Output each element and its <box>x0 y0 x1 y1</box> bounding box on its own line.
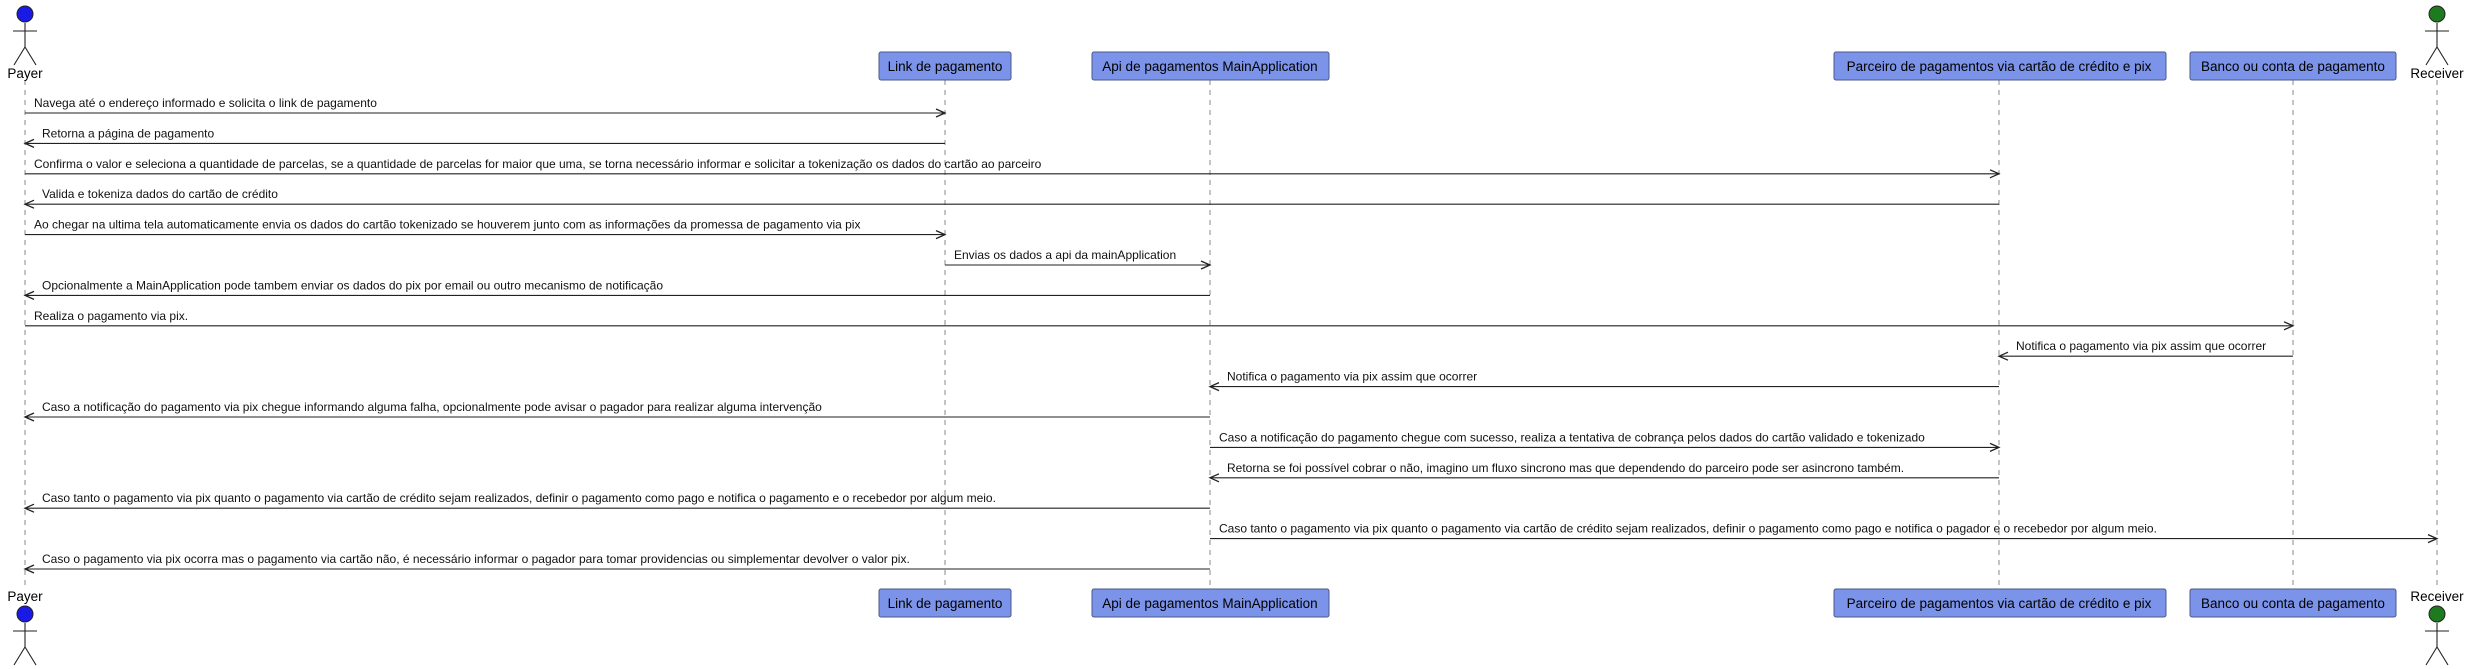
actor-head-icon <box>2428 605 2446 623</box>
message-14: Caso tanto o pagamento via pix quanto o … <box>23 491 1210 513</box>
message-label: Caso tanto o pagamento via pix quanto o … <box>42 491 996 505</box>
participant-box <box>2189 51 2397 81</box>
participant-box <box>1833 588 2167 618</box>
message-label: Notifica o pagamento via pix assim que o… <box>2016 339 2266 353</box>
participant-parceiro-top: Parceiro de pagamentos via cartão de cré… <box>1833 51 2167 81</box>
message-label: Confirma o valor e seleciona a quantidad… <box>34 157 1042 171</box>
participant-link-top: Link de pagamento <box>878 51 1012 81</box>
arrowhead-icon <box>2283 321 2295 331</box>
message-1: Navega até o endereço informado e solici… <box>25 96 947 118</box>
arrowhead-icon <box>935 108 947 118</box>
message-label: Retorna se foi possível cobrar o não, im… <box>1227 461 1904 475</box>
message-label: Retorna a página de pagamento <box>42 126 214 140</box>
message-9: Notifica o pagamento via pix assim que o… <box>1997 339 2293 361</box>
participant-api-bottom: Api de pagamentos MainApplication <box>1091 588 1330 618</box>
message-15: Caso tanto o pagamento via pix quanto o … <box>1210 522 2439 544</box>
participant-banco-top: Banco ou conta de pagamento <box>2189 51 2397 81</box>
message-label: Notifica o pagamento via pix assim que o… <box>1227 370 1477 384</box>
actor-receiver-top: Receiver <box>2410 5 2464 81</box>
participant-label: Parceiro de pagamentos via cartão de cré… <box>1847 59 2152 74</box>
participant-api-top: Api de pagamentos MainApplication <box>1091 51 1330 81</box>
arrowhead-icon <box>23 138 35 148</box>
participant-label: Link de pagamento <box>888 59 1003 74</box>
participant-box <box>878 588 1012 618</box>
arrowhead-icon <box>1989 169 2001 179</box>
message-label: Opcionalmente a MainApplication pode tam… <box>42 278 663 292</box>
arrowhead-icon <box>1989 442 2001 452</box>
participant-label: Api de pagamentos MainApplication <box>1102 59 1317 74</box>
arrowhead-icon <box>935 230 947 240</box>
arrowhead-icon <box>1208 382 1220 392</box>
actor-payer-bottom: Payer <box>7 589 43 666</box>
lifelines <box>24 80 2438 589</box>
arrowhead-icon <box>23 290 35 300</box>
actor-head-icon <box>2428 5 2446 23</box>
message-label: Envias os dados a api da mainApplication <box>954 248 1176 262</box>
actor-body-icon <box>2425 623 2449 666</box>
message-label: Caso a notificação do pagamento via pix … <box>42 400 822 414</box>
arrowhead-icon <box>23 199 35 209</box>
participant-box <box>1091 51 1330 81</box>
message-8: Realiza o pagamento via pix. <box>25 309 2295 331</box>
actor-body-icon <box>2425 23 2449 66</box>
message-label: Navega até o endereço informado e solici… <box>34 96 377 110</box>
actor-receiver-bottom: Receiver <box>2410 589 2464 666</box>
actor-head-icon <box>16 605 34 623</box>
participant-box <box>2189 588 2397 618</box>
messages: Navega até o endereço informado e solici… <box>23 96 2439 574</box>
participant-label: Parceiro de pagamentos via cartão de cré… <box>1847 596 2152 611</box>
message-13: Retorna se foi possível cobrar o não, im… <box>1208 461 1999 483</box>
message-label: Ao chegar na ultima tela automaticamente… <box>34 218 860 232</box>
participant-box <box>1833 51 2167 81</box>
actor-head-icon <box>16 5 34 23</box>
actor-body-icon <box>13 23 37 66</box>
arrowhead-icon <box>23 412 35 422</box>
arrowhead-icon <box>1997 351 2009 361</box>
message-3: Confirma o valor e seleciona a quantidad… <box>25 157 2001 179</box>
message-16: Caso o pagamento via pix ocorra mas o pa… <box>23 552 1210 574</box>
message-12: Caso a notificação do pagamento chegue c… <box>1210 430 2001 452</box>
message-label: Caso tanto o pagamento via pix quanto o … <box>1219 522 2157 536</box>
arrowhead-icon <box>23 503 35 513</box>
message-5: Ao chegar na ultima tela automaticamente… <box>25 218 947 240</box>
message-6: Envias os dados a api da mainApplication <box>945 248 1212 270</box>
arrowhead-icon <box>23 564 35 574</box>
participant-link-bottom: Link de pagamento <box>878 588 1012 618</box>
actor-payer-top: Payer <box>7 5 43 81</box>
actor-label: Payer <box>7 589 43 604</box>
arrowhead-icon <box>1208 473 1220 483</box>
participant-label: Banco ou conta de pagamento <box>2201 596 2385 611</box>
actor-body-icon <box>13 623 37 666</box>
participant-label: Banco ou conta de pagamento <box>2201 59 2385 74</box>
message-label: Caso o pagamento via pix ocorra mas o pa… <box>42 552 910 566</box>
participant-box <box>878 51 1012 81</box>
participant-label: Link de pagamento <box>888 596 1003 611</box>
participant-banco-bottom: Banco ou conta de pagamento <box>2189 588 2397 618</box>
message-7: Opcionalmente a MainApplication pode tam… <box>23 278 1210 300</box>
message-2: Retorna a página de pagamento <box>23 126 945 148</box>
actor-label: Payer <box>7 66 43 81</box>
actor-label: Receiver <box>2410 589 2464 604</box>
participant-box <box>1091 588 1330 618</box>
message-10: Notifica o pagamento via pix assim que o… <box>1208 370 1999 392</box>
arrowhead-icon <box>1200 260 1212 270</box>
participant-parceiro-bottom: Parceiro de pagamentos via cartão de cré… <box>1833 588 2167 618</box>
arrowhead-icon <box>2427 534 2439 544</box>
message-label: Valida e tokeniza dados do cartão de cré… <box>42 187 278 201</box>
message-11: Caso a notificação do pagamento via pix … <box>23 400 1210 422</box>
message-label: Caso a notificação do pagamento chegue c… <box>1219 430 1925 444</box>
message-label: Realiza o pagamento via pix. <box>34 309 188 323</box>
participant-label: Api de pagamentos MainApplication <box>1102 596 1317 611</box>
message-4: Valida e tokeniza dados do cartão de cré… <box>23 187 1999 209</box>
actor-label: Receiver <box>2410 66 2464 81</box>
